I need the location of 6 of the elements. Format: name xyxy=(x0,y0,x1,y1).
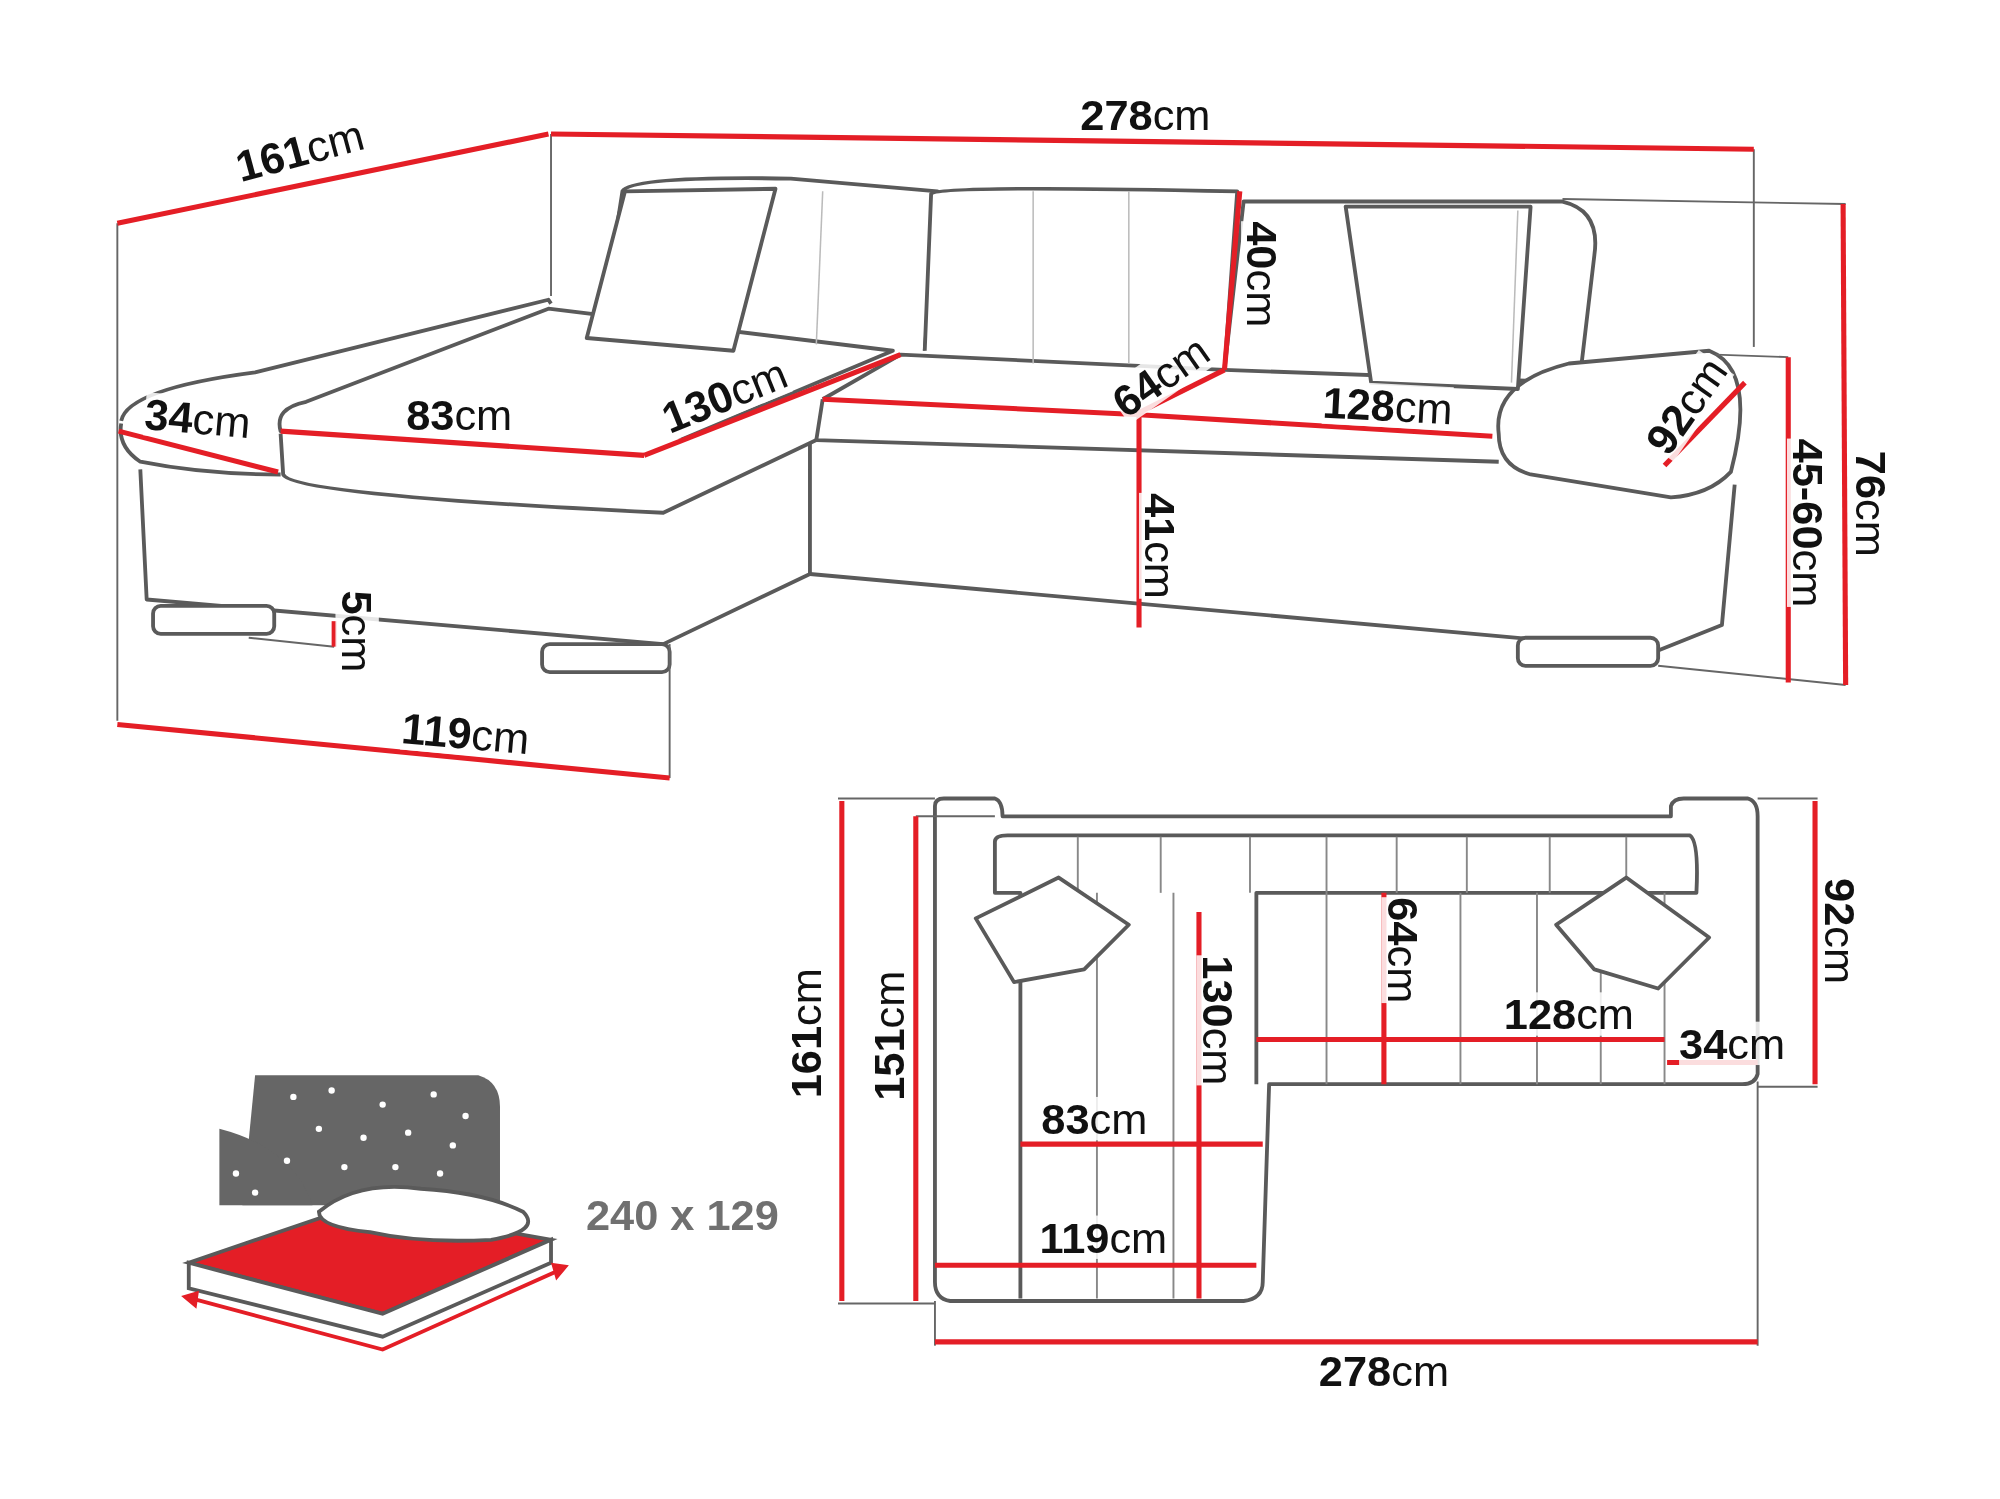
dimension-label: 128cm xyxy=(1503,992,1634,1036)
dimension-label: 34cm xyxy=(1679,1021,1786,1066)
bed-size-label: 240 x 129 xyxy=(585,1192,779,1236)
dimension-label: 5cm xyxy=(335,590,379,673)
dimension-label: 83cm xyxy=(1041,1096,1148,1141)
dimension-label: 119cm xyxy=(1039,1215,1168,1259)
